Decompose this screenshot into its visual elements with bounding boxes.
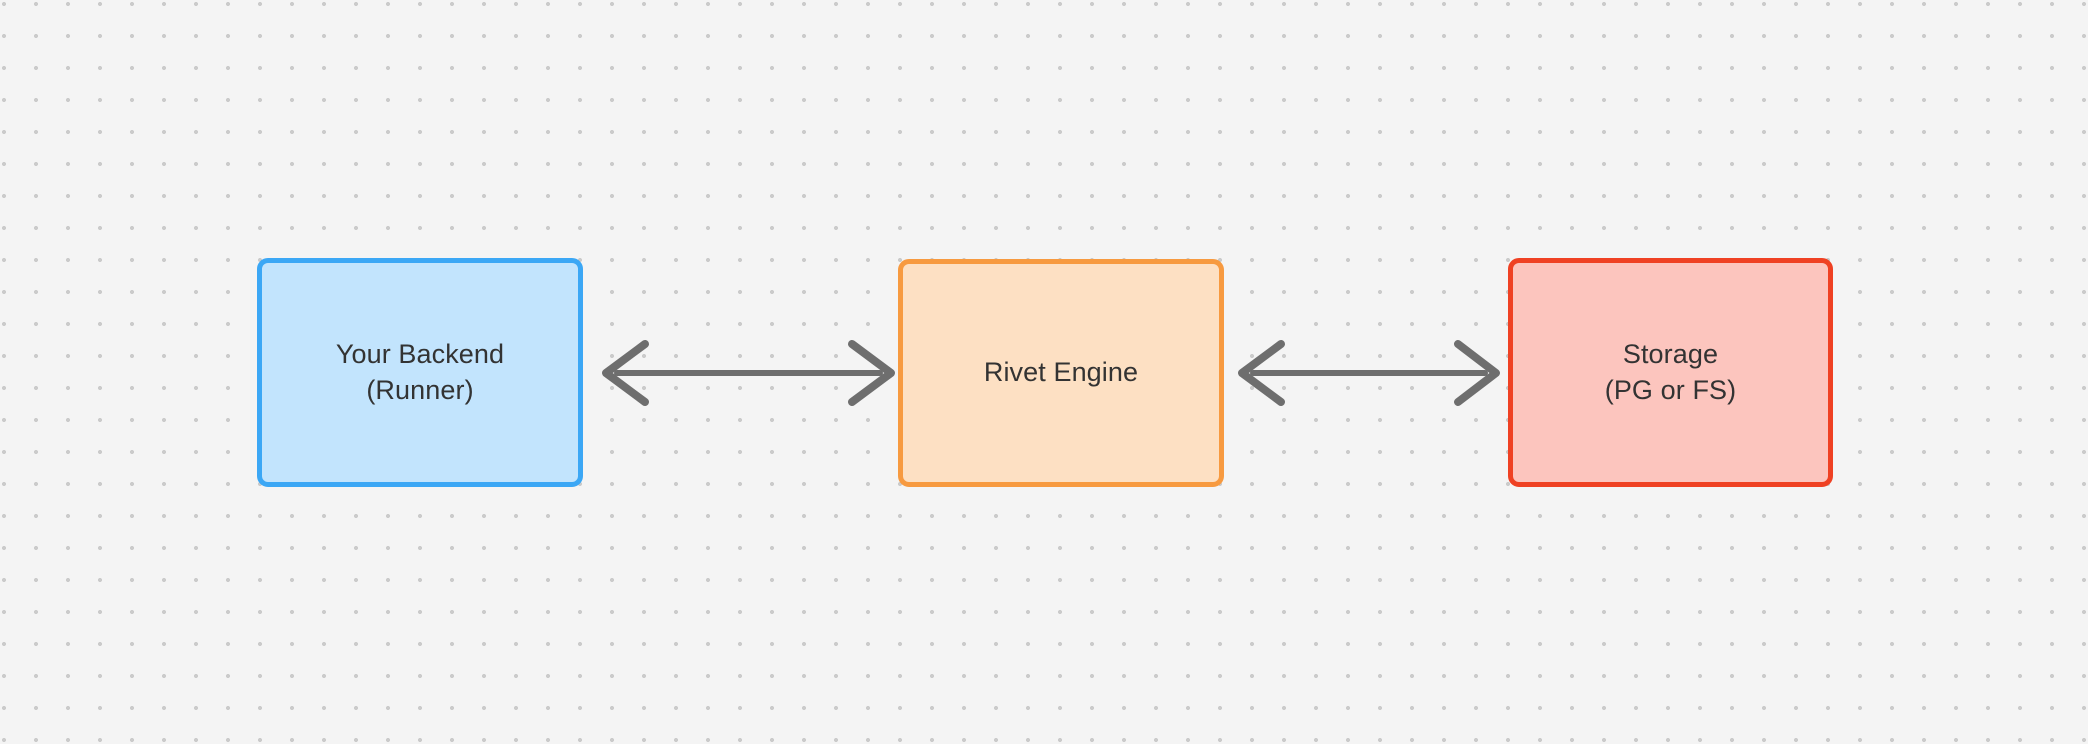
edge-engine-storage-arrowhead-right [1454,340,1500,406]
node-rivet-engine[interactable]: Rivet Engine [898,259,1224,487]
node-storage-pg-or-fs[interactable]: Storage (PG or FS) [1508,258,1833,487]
edge-engine-storage-arrowhead-left [1238,340,1285,406]
node-rivet-engine-label: Rivet Engine [983,357,1139,388]
node-your-backend-runner-label: Your Backend (Runner) [335,338,505,405]
edge-backend-engine-arrowhead-right [848,340,895,406]
node-storage-pg-or-fs-label: Storage (PG or FS) [1604,338,1737,405]
node-your-backend-runner[interactable]: Your Backend (Runner) [257,258,583,487]
edge-backend-engine-arrowhead-left [602,340,649,406]
